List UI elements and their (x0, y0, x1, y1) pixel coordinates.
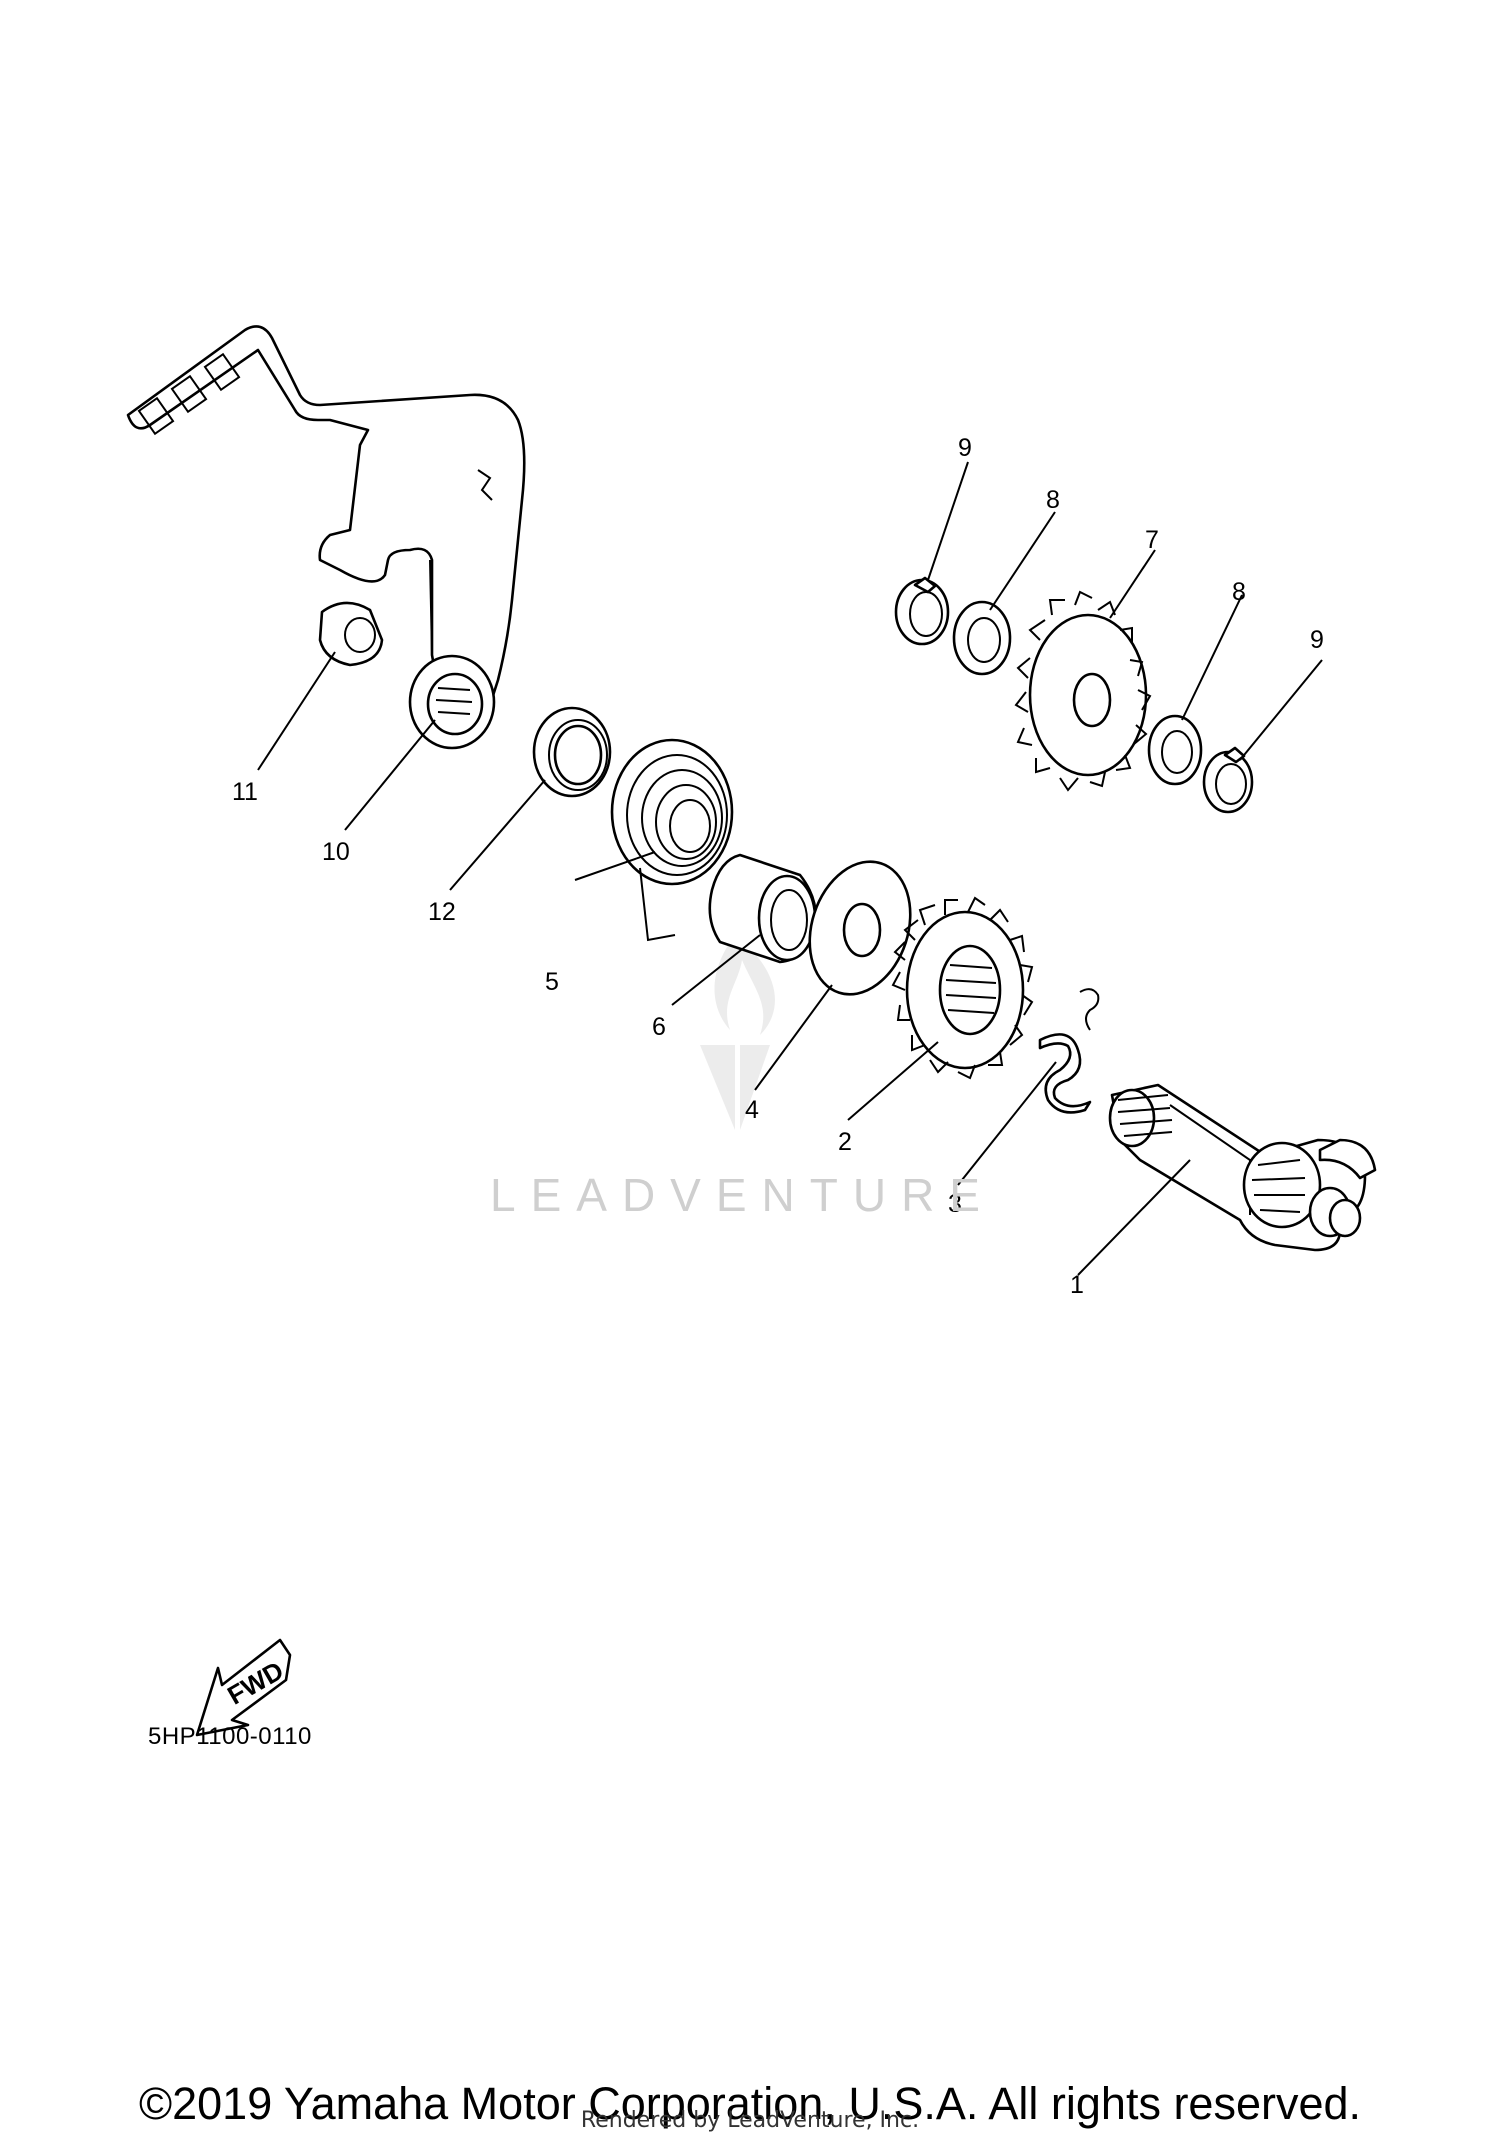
watermark-text: LEADVENTURE (490, 1169, 995, 1221)
thrust-washer-left (952, 600, 1012, 676)
callout-9-left: 9 (958, 434, 972, 462)
spacer-collar (708, 853, 818, 964)
washer (808, 860, 912, 996)
callout-5: 5 (545, 968, 559, 996)
circlip-left (894, 576, 950, 646)
callout-2: 2 (838, 1128, 852, 1156)
leader-lines (257, 461, 1323, 1276)
callout-4: 4 (745, 1096, 759, 1124)
kick-gear (891, 896, 1034, 1080)
callout-1: 1 (1070, 1271, 1084, 1299)
callout-8-left: 8 (1046, 486, 1060, 514)
rendered-by-notice: Rendered by LeadVenture, Inc. (580, 2108, 920, 2133)
copyright-notice: ©2019 Yamaha Motor Corporation, U.S.A. A… (138, 2078, 1362, 2129)
callout-8-right: 8 (1232, 578, 1246, 606)
torsion-spring (610, 738, 734, 942)
callout-12: 12 (428, 898, 456, 926)
lever-nut (318, 601, 384, 667)
callout-10: 10 (322, 838, 350, 866)
callout-labels: 1 2 3 4 5 6 7 8 8 9 9 10 11 12 (232, 434, 1324, 1299)
spring-clip (1038, 988, 1100, 1114)
fwd-arrow-icon: FWD (195, 1638, 292, 1737)
callout-3: 3 (948, 1190, 962, 1218)
circlip-right (1202, 746, 1254, 814)
thrust-washer-right (1147, 714, 1203, 786)
watermark-logo (700, 935, 775, 1130)
idler-gear (1014, 590, 1152, 792)
callout-6: 6 (652, 1013, 666, 1041)
oil-seal (532, 706, 612, 798)
callout-7: 7 (1145, 526, 1159, 554)
kick-lever (126, 325, 526, 750)
diagram-reference-code: 5HP1100-0110 (148, 1723, 312, 1750)
callout-11: 11 (232, 778, 258, 806)
kick-shaft (1108, 1083, 1377, 1252)
callout-9-right: 9 (1310, 626, 1324, 654)
